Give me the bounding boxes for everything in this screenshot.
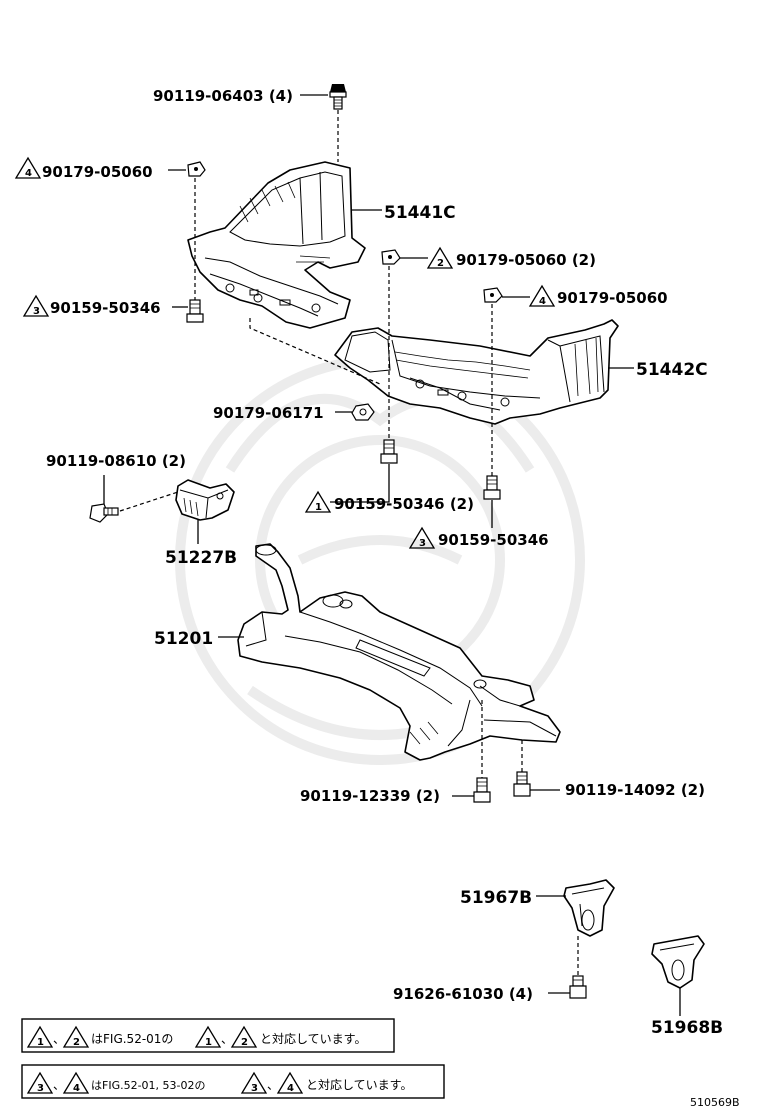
- svg-text:4: 4: [73, 1083, 80, 1094]
- note-box-1: 1 、 2 はFIG.52-01の 1 、 2 と対応しています。: [21, 1018, 395, 1053]
- label-bolt-right: 90159-50346: [438, 531, 549, 549]
- bolt-middle[interactable]: [380, 439, 398, 464]
- svg-text:4: 4: [25, 168, 32, 179]
- bolt-right[interactable]: [483, 475, 501, 500]
- label-stopper-b: 51968B: [651, 1018, 723, 1038]
- svg-text:はFIG.52-01, 53-02の: はFIG.52-01, 53-02の: [91, 1079, 206, 1092]
- label-bracket: 51227B: [165, 548, 237, 568]
- svg-text:と対応しています。: と対応しています。: [306, 1078, 412, 1092]
- label-clip-middle: 90179-05060 (2): [456, 251, 596, 269]
- svg-text:2: 2: [437, 258, 444, 269]
- label-cover-right: 51442C: [636, 360, 708, 380]
- svg-text:はFIG.52-01の: はFIG.52-01の: [91, 1032, 173, 1046]
- svg-text:2: 2: [241, 1037, 248, 1048]
- label-nut-middle: 90179-06171: [213, 404, 324, 422]
- svg-text:3: 3: [251, 1083, 258, 1094]
- crossmember[interactable]: [237, 543, 561, 761]
- svg-text:、: 、: [267, 1078, 279, 1092]
- svg-text:3: 3: [33, 306, 40, 317]
- svg-text:、: 、: [221, 1032, 233, 1046]
- clip-top-left[interactable]: [187, 161, 206, 177]
- cover-overlap-line: [249, 318, 381, 385]
- stopper-a[interactable]: [563, 879, 615, 937]
- svg-text:3: 3: [419, 538, 426, 549]
- label-bolt-top-left: 90159-50346: [50, 299, 161, 317]
- clip-right[interactable]: [483, 287, 503, 303]
- engine-under-cover-left[interactable]: [187, 161, 366, 329]
- label-bolt-crossmember-left: 90119-12339 (2): [300, 787, 440, 805]
- bolt-crossmember-left[interactable]: [473, 777, 491, 803]
- ref-triangle-clip-mid: 2: [426, 246, 454, 269]
- svg-text:4: 4: [287, 1083, 294, 1094]
- label-bolt-middle: 90159-50346 (2): [334, 495, 474, 513]
- label-bolt-crossmember-right: 90119-14092 (2): [565, 781, 705, 799]
- ref-triangle-bolt-tl: 3: [22, 294, 50, 317]
- bolt-crossmember-right[interactable]: [513, 771, 531, 797]
- svg-text:4: 4: [539, 296, 546, 307]
- svg-text:1: 1: [205, 1037, 212, 1048]
- label-stopper-a: 51967B: [460, 888, 532, 908]
- ref-triangle-bolt-mid: 1: [304, 490, 332, 513]
- label-bolt-stopper: 91626-61030 (4): [393, 985, 533, 1003]
- label-clip-top-left: 90179-05060: [42, 163, 153, 181]
- figure-id: 510569B: [690, 1096, 740, 1109]
- svg-text:1: 1: [315, 502, 322, 513]
- engine-under-cover-right[interactable]: [334, 319, 619, 425]
- svg-text:、: 、: [53, 1032, 65, 1046]
- label-cover-left: 51441C: [384, 203, 456, 223]
- bolt-bracket[interactable]: [89, 503, 119, 523]
- ref-triangle-clip-right: 4: [528, 284, 556, 307]
- svg-text:1: 1: [37, 1037, 44, 1048]
- svg-text:、: 、: [53, 1078, 65, 1092]
- nut-middle[interactable]: [351, 403, 375, 421]
- label-bolt-top: 90119-06403 (4): [153, 87, 293, 105]
- bolt-top-left[interactable]: [186, 299, 204, 323]
- clip-middle[interactable]: [381, 249, 401, 265]
- label-clip-right: 90179-05060: [557, 289, 668, 307]
- bolt-top[interactable]: [329, 84, 347, 110]
- label-crossmember: 51201: [154, 629, 213, 649]
- ref-triangle-clip-tl: 4: [14, 156, 42, 179]
- label-bolt-bracket: 90119-08610 (2): [46, 452, 186, 470]
- svg-text:2: 2: [73, 1037, 80, 1048]
- bolt-stopper[interactable]: [569, 975, 587, 999]
- ref-triangle-bolt-right: 3: [408, 526, 436, 549]
- stopper-b[interactable]: [651, 935, 705, 989]
- bracket[interactable]: [175, 479, 235, 521]
- svg-text:と対応しています。: と対応しています。: [260, 1032, 366, 1046]
- svg-text:3: 3: [37, 1083, 44, 1094]
- note-box-2: 3 、 4 はFIG.52-01, 53-02の 3 、 4 と対応しています。: [21, 1064, 445, 1099]
